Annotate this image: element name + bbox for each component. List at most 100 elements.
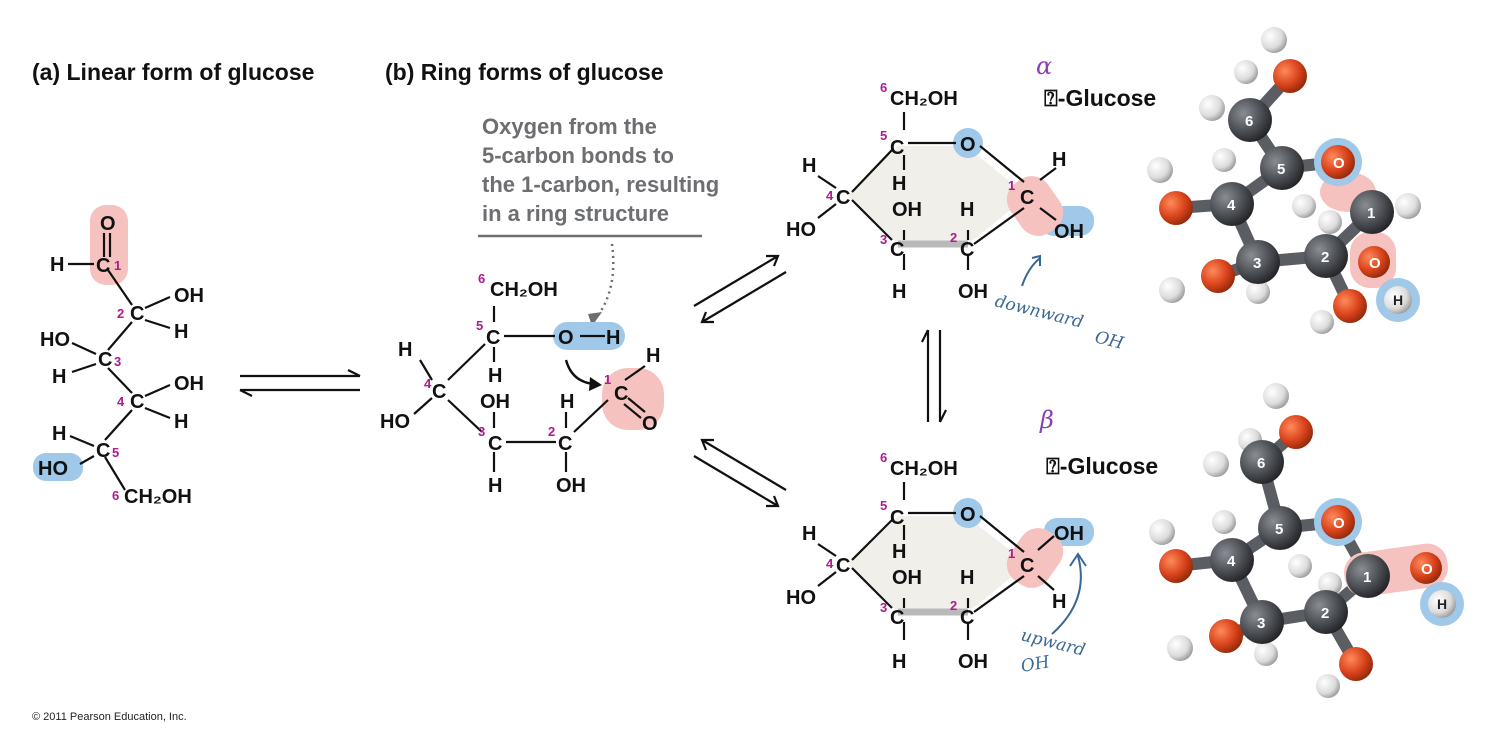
ball-label-c2-beta: 2 [1321, 605, 1329, 622]
atom-o-ring-beta: O [960, 504, 976, 526]
atom-h-c2-beta: H [960, 567, 974, 589]
atom-h-c5-beta: H [892, 541, 906, 563]
equilibrium-arrow-linear-ring [239, 369, 361, 397]
num-c3-open: 3 [478, 424, 485, 439]
atom-ho-c4-beta: HO [786, 587, 816, 609]
atom-oh-c3-alpha: OH [892, 199, 922, 221]
num-c5-alpha: 5 [880, 128, 887, 143]
ball-label-c3-alpha: 3 [1253, 255, 1261, 272]
atom-h-c4-open: H [398, 339, 412, 361]
atom-h-c4-alpha: H [802, 155, 816, 177]
num-c1-alpha: 1 [1008, 178, 1015, 193]
alpha-annotation-oh: OH [1093, 327, 1127, 354]
atom-oh-c2-open: OH [556, 475, 586, 497]
ball-label-c5-alpha: 5 [1277, 161, 1285, 178]
num-c5-beta: 5 [880, 498, 887, 513]
dotted-arrow [595, 243, 615, 319]
ball-label-c6-alpha: 6 [1245, 113, 1253, 130]
atom-h-c1-open: H [646, 345, 660, 367]
ball-label-c1-beta: 1 [1363, 569, 1371, 586]
beta-ring-fill [848, 516, 1028, 612]
atom-o-open: O [558, 327, 574, 349]
atom-oh-c4: OH [174, 373, 204, 395]
atom-c1: C [96, 255, 110, 277]
num-c6-beta: 6 [880, 450, 887, 465]
atom-h-c3-beta: H [892, 651, 906, 673]
atom-c3-alpha: C [890, 239, 904, 261]
atom-c4: C [130, 391, 144, 413]
atom-c1-alpha: C [1020, 187, 1034, 209]
atom-oh-c2: OH [174, 285, 204, 307]
num-c1-beta: 1 [1008, 546, 1015, 561]
alpha-handwritten-symbol: α [1036, 52, 1052, 80]
ball-label-h-c1-beta: H [1437, 596, 1447, 612]
atom-h-c3-open: H [488, 475, 502, 497]
atom-c5: C [96, 440, 110, 462]
num-c6: 6 [112, 488, 119, 503]
num-c1: 1 [114, 258, 121, 273]
atom-h-c1-alpha: H [1052, 149, 1066, 171]
ball-label-c4-beta: 4 [1227, 553, 1236, 570]
ball-label-c2-alpha: 2 [1321, 249, 1329, 266]
note-line-1: Oxygen from the [482, 114, 657, 139]
atom-h-c1-beta: H [1052, 591, 1066, 613]
ball-label-c4-alpha: 4 [1227, 197, 1236, 214]
atom-oh-c1-alpha: OH [1054, 221, 1084, 243]
atom-h-c4: H [174, 411, 188, 433]
alpha-glucose-label: ⍰-Glucose [1044, 85, 1156, 111]
num-c3-alpha: 3 [880, 232, 887, 247]
num-c4: 4 [117, 394, 125, 409]
num-c6-alpha: 6 [880, 80, 887, 95]
hydroxyl-highlight [33, 453, 83, 481]
atom-ho-c4-alpha: HO [786, 219, 816, 241]
linear-glucose: O H C 1 C 2 OH H C 3 HO H C 4 OH H C 5 H… [33, 205, 204, 508]
atom-c5-alpha: C [890, 137, 904, 159]
note-line-2: 5-carbon bonds to [482, 143, 674, 168]
atom-c1-open: C [614, 383, 628, 405]
ball-label-c1-alpha: 1 [1367, 205, 1375, 222]
atom-c5-beta: C [890, 507, 904, 529]
atom-c5-open: C [486, 327, 500, 349]
atom-h-c3-alpha: H [892, 281, 906, 303]
atom-oh-c2-alpha: OH [958, 281, 988, 303]
atom-c2-alpha: C [960, 239, 974, 261]
atom-ch2oh-linear: CH₂OH [124, 486, 192, 508]
num-c4-beta: 4 [826, 556, 834, 571]
atom-h-c3: H [52, 366, 66, 388]
alpha-ring-fill [848, 146, 1028, 244]
alpha-glucose-haworth: 6 CH₂OH 5 C O H H 4 C HO OH 3 C H H 2 C … [786, 80, 1127, 354]
ball-label-o-ring-beta: O [1333, 515, 1345, 532]
atom-h-c4-beta: H [802, 523, 816, 545]
num-c2-alpha: 2 [950, 230, 957, 245]
beta-glucose-haworth: 6 CH₂OH 5 C O H H 4 C HO OH 3 C H H 2 C … [786, 450, 1094, 677]
atom-c3-open: C [488, 433, 502, 455]
atom-c3: C [98, 349, 112, 371]
atom-o-ring-alpha: O [960, 134, 976, 156]
num-c3: 3 [114, 354, 121, 369]
atom-h-c2-open: H [560, 391, 574, 413]
alpha-ball-and-stick-model: 6 5 4 1 3 2 O O H [1147, 27, 1421, 334]
ball-label-o-c1-alpha: O [1369, 255, 1381, 272]
atom-h-c5-open: H [488, 365, 502, 387]
num-c5-open: 5 [476, 318, 483, 333]
atom-ho-c4-open: HO [380, 411, 410, 433]
equilibrium-arrow-to-beta [693, 438, 787, 508]
atom-h-c5-alpha: H [892, 173, 906, 195]
atom-c1-beta: C [1020, 555, 1034, 577]
ball-label-o-ring-alpha: O [1333, 155, 1345, 172]
atom-c3-beta: C [890, 607, 904, 629]
num-c1-open: 1 [604, 372, 611, 387]
atom-ch2oh-beta: CH₂OH [890, 458, 958, 480]
atom-h-c1: H [50, 254, 64, 276]
atom-h-c2-alpha: H [960, 199, 974, 221]
atom-oh-c3-open: OH [480, 391, 510, 413]
ball-label-h-c1-alpha: H [1393, 292, 1403, 308]
atom-c2: C [130, 303, 144, 325]
atom-c4-open: C [432, 381, 446, 403]
beta-glucose-label: ⍰-Glucose [1046, 453, 1158, 479]
atom-o-c1: O [100, 213, 116, 235]
num-c2-beta: 2 [950, 598, 957, 613]
alpha-annotation-word: downward [993, 291, 1086, 332]
atom-c4-beta: C [836, 555, 850, 577]
